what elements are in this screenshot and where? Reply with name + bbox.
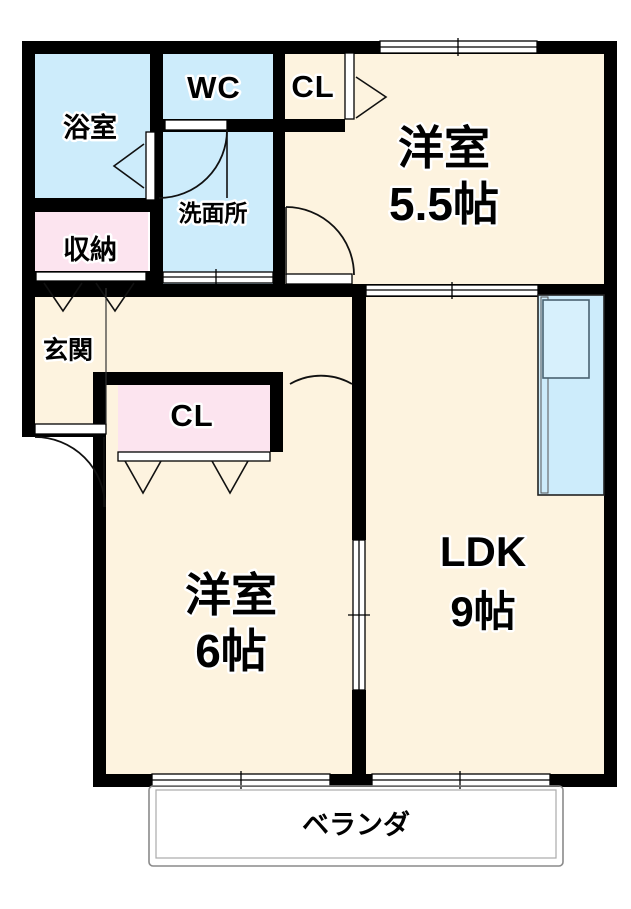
label-ldk-name: LDK bbox=[440, 528, 526, 575]
door-header-wc bbox=[164, 119, 228, 131]
balcony bbox=[148, 785, 564, 867]
window-bedroom-55-top bbox=[379, 38, 538, 56]
fixtures bbox=[105, 288, 605, 496]
label-ldk-area: 9帖 bbox=[450, 588, 515, 635]
label-bath: 浴室 bbox=[63, 112, 117, 143]
wall-central-vertical-lower bbox=[352, 690, 366, 787]
wall-closet-bottom-top bbox=[105, 372, 283, 385]
wall-washroom-right bbox=[273, 41, 285, 296]
wall-exterior-left-upper bbox=[22, 41, 35, 436]
closet-door-storage[interactable] bbox=[35, 271, 147, 313]
closet-doors bbox=[35, 52, 388, 495]
label-bedroom-6-area: 6帖 bbox=[195, 625, 267, 677]
room-area-wc bbox=[163, 53, 273, 121]
window-mid-right bbox=[365, 282, 539, 299]
room-fills bbox=[22, 53, 617, 787]
wall-closet-bottom-right bbox=[270, 372, 283, 452]
wall-exterior-left-lower bbox=[93, 372, 106, 787]
label-wc: WC bbox=[187, 70, 241, 105]
room-labels: 浴室 WC 洗面所 収納 CL 玄関 洋室 5.5帖 CL 洋室 6帖 LDK … bbox=[40, 67, 528, 843]
sliding-door-washroom[interactable] bbox=[162, 269, 274, 287]
label-balcony: ベランダ bbox=[302, 809, 410, 840]
kitchen-sink-fixture bbox=[537, 294, 605, 496]
swing-doors bbox=[34, 129, 355, 508]
closet-door-bottom[interactable] bbox=[117, 451, 271, 495]
sink-basin bbox=[542, 299, 590, 379]
door-header-bedroom-55 bbox=[285, 273, 353, 285]
label-closet-top: CL bbox=[291, 69, 334, 104]
label-storage: 収納 bbox=[63, 234, 117, 265]
label-closet-bottom: CL bbox=[170, 398, 213, 433]
door-header-entrance bbox=[34, 423, 107, 435]
windows bbox=[34, 38, 551, 789]
wall-hall-corner-stub bbox=[93, 372, 106, 432]
label-bedroom-6-name: 洋室 bbox=[185, 569, 277, 621]
door-wc[interactable] bbox=[158, 129, 228, 199]
door-bedroom-6[interactable] bbox=[289, 374, 353, 385]
sliding-door-ldk-bedroom[interactable] bbox=[348, 539, 370, 691]
balcony-outline bbox=[148, 785, 564, 867]
room-area-bedroom-55 bbox=[285, 53, 605, 285]
wall-bath-bottom bbox=[22, 198, 163, 212]
label-washroom: 洗面所 bbox=[179, 200, 248, 226]
room-area-bath bbox=[34, 53, 154, 201]
label-bedroom-55-name: 洋室 bbox=[398, 122, 490, 174]
wall-central-vertical-upper bbox=[352, 284, 366, 540]
door-bath[interactable] bbox=[112, 131, 156, 201]
door-bedroom-55[interactable] bbox=[285, 206, 355, 276]
label-bedroom-55-area: 5.5帖 bbox=[389, 178, 499, 230]
closet-door-top[interactable] bbox=[344, 52, 388, 120]
wall-exterior-right bbox=[604, 41, 617, 787]
wall-closet-top-bottom bbox=[273, 119, 345, 132]
room-area-closet-bottom bbox=[118, 385, 270, 452]
door-entrance[interactable] bbox=[34, 436, 106, 508]
balcony-inner-outline bbox=[155, 789, 557, 859]
label-entrance: 玄関 bbox=[43, 336, 93, 365]
room-area-washroom bbox=[163, 132, 273, 284]
